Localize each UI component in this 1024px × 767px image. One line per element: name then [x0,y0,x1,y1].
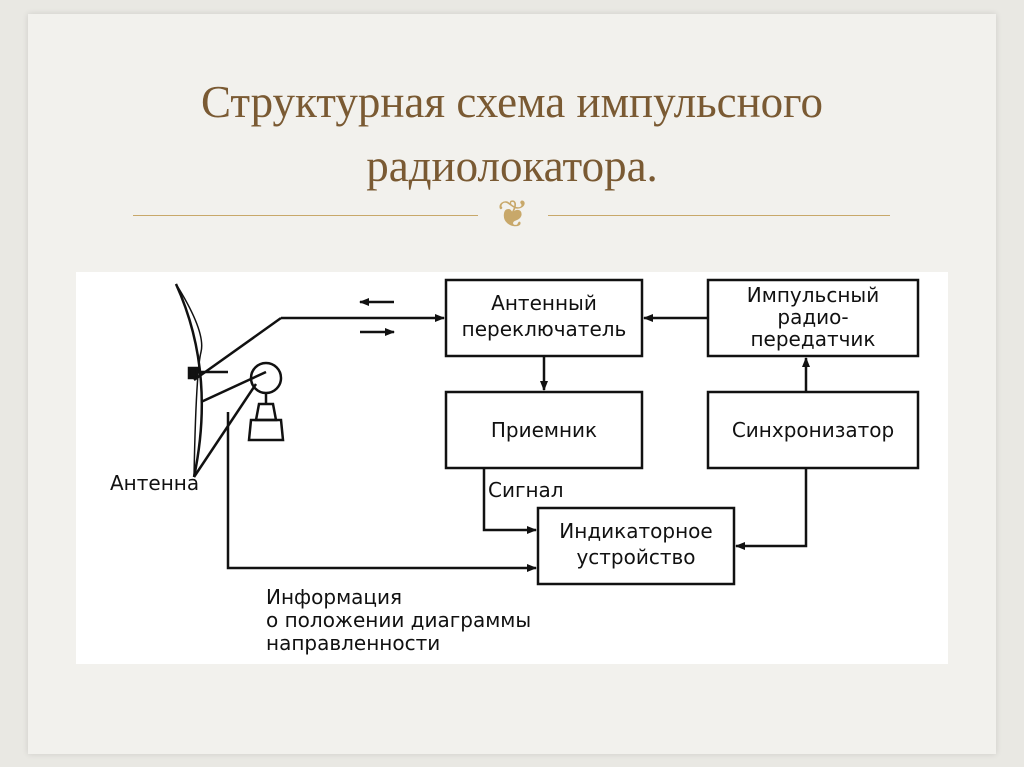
connector-receiver-to-indicator [482,468,537,534]
block-transmitter-line1: Импульсный [747,283,879,307]
block-antenna-switch-line1: Антенный [491,291,597,315]
block-indicator: Индикаторное устройство [536,506,736,586]
block-transmitter: Импульсный радио- передатчик [706,278,920,358]
connector-antenna-to-indicator [226,412,537,572]
ornament-icon: ❦ [497,192,529,236]
radar-block-diagram: Антенный переключатель Импульсный радио-… [110,278,920,655]
block-indicator-line1: Индикаторное [559,519,712,543]
label-info-line1: Информация [266,585,402,609]
label-antenna: Антенна [110,471,199,495]
block-antenna-switch: Антенный переключатель [444,278,644,358]
block-transmitter-line2: радио- [777,305,848,329]
block-receiver-line1: Приемник [491,418,597,442]
divider-left [133,215,478,216]
title-line-1: Структурная схема импульсного [200,77,824,127]
block-synchronizer: Синхронизатор [706,390,920,470]
divider-right [548,215,890,216]
label-info-line2: о положении диаграммы [266,608,531,632]
label-signal: Сигнал [488,478,564,502]
connector-sync-to-indicator [735,468,808,550]
slide-title: Структурная схема импульсного радиолокат… [0,70,1024,198]
label-info-line3: направленности [266,631,440,655]
antenna-icon [174,283,285,478]
block-indicator-line2: устройство [576,545,695,569]
title-line-2: радиолокатора. [366,141,658,191]
block-transmitter-line3: передатчик [750,327,875,351]
block-receiver: Приемник [444,390,644,470]
block-synchronizer-line1: Синхронизатор [732,418,894,442]
diagram-panel: Антенный переключатель Импульсный радио-… [76,272,948,664]
block-antenna-switch-line2: переключатель [462,317,627,341]
